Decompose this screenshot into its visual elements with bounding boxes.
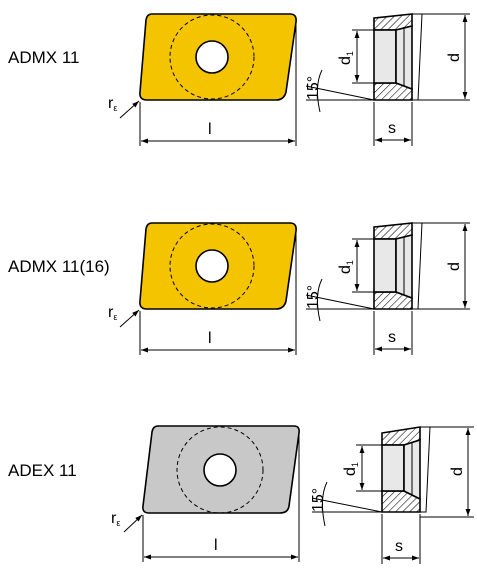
insert-dashed-circle (176, 426, 264, 514)
angle-label: 15° (305, 285, 322, 309)
s-label: s (388, 329, 396, 346)
d1-label: d1 (342, 462, 360, 476)
insert-section-view (373, 13, 423, 101)
insert-name: ADMX 11(16) (8, 257, 110, 276)
d-label: d (446, 53, 463, 62)
angle-label: 15° (310, 488, 327, 512)
angle-arc (321, 481, 328, 527)
insert-center-hole (195, 40, 229, 74)
d1-label: d1 (337, 51, 355, 65)
insert-center-hole (203, 453, 237, 487)
l-label: l (208, 330, 212, 347)
l-label: l (208, 121, 212, 138)
r-leader (119, 309, 140, 328)
insert-name: ADEX 11 (8, 461, 77, 480)
insert-center-hole (195, 249, 229, 283)
r-leader (123, 514, 143, 533)
angle-label: 15° (305, 76, 322, 100)
r-epsilon-label: rε (108, 304, 117, 322)
d1-label: d1 (337, 260, 355, 274)
r-epsilon-label: rε (111, 510, 120, 528)
insert-row-admx-11: ADMX 11 rε l d d1 s 1 (8, 13, 470, 146)
angle-arc (316, 278, 323, 322)
r-leader (119, 100, 140, 119)
insert-row-admx-11-16: ADMX 11(16) rε l d d1 s (8, 222, 470, 355)
d-label: d (446, 262, 463, 271)
insert-name: ADMX 11 (8, 48, 80, 67)
insert-section-view (381, 426, 431, 513)
s-label: s (388, 120, 396, 137)
r-epsilon-label: rε (108, 95, 117, 113)
insert-dashed-circle (169, 14, 255, 100)
angle-line (311, 497, 383, 513)
l-label: l (214, 537, 218, 554)
angle-arc (316, 69, 323, 113)
s-label: s (395, 538, 403, 555)
d-label: d (449, 467, 466, 476)
insert-section-view (373, 222, 423, 310)
insert-dashed-circle (169, 223, 255, 309)
insert-row-adex-11: ADEX 11 rε l d d1 s 1 (8, 425, 474, 564)
